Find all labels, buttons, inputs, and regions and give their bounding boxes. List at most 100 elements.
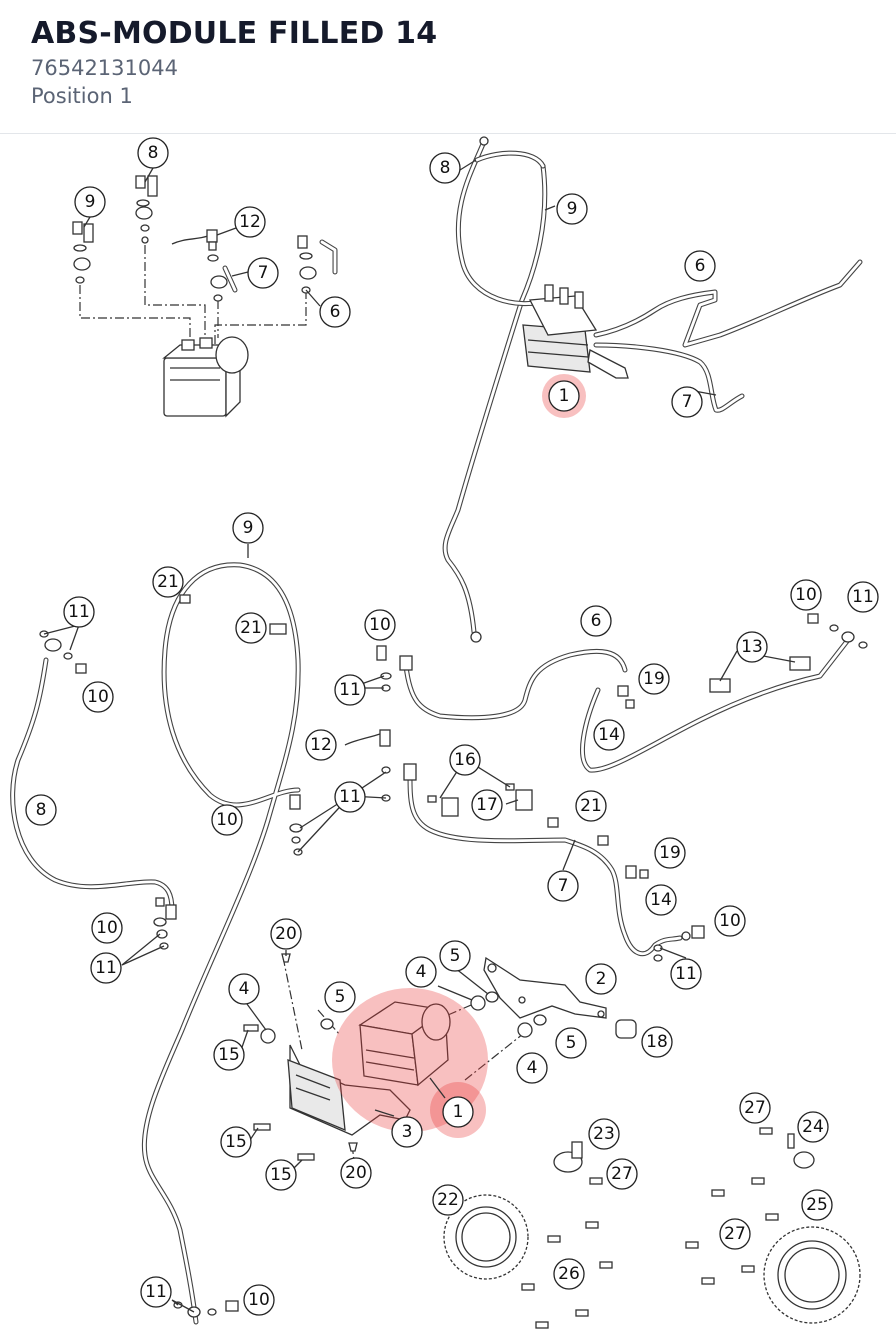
svg-text:24: 24 <box>802 1117 824 1137</box>
svg-text:15: 15 <box>225 1132 247 1152</box>
callout[interactable]: 2 <box>585 963 617 995</box>
svg-text:11: 11 <box>675 964 697 984</box>
callout[interactable]: 11 <box>90 952 122 984</box>
svg-text:11: 11 <box>68 602 90 622</box>
svg-text:21: 21 <box>240 618 262 638</box>
callout[interactable]: 17 <box>471 789 503 821</box>
svg-text:27: 27 <box>744 1098 766 1118</box>
callout[interactable]: 20 <box>340 1157 372 1189</box>
svg-text:10: 10 <box>96 918 118 938</box>
callout[interactable]: 20 <box>270 918 302 950</box>
svg-text:7: 7 <box>558 876 569 896</box>
svg-text:5: 5 <box>335 987 346 1007</box>
callout[interactable]: 13 <box>736 631 768 663</box>
callout[interactable]: 6 <box>684 250 716 282</box>
callout[interactable]: 6 <box>319 296 351 328</box>
callout[interactable]: 27 <box>739 1092 771 1124</box>
callout[interactable]: 8 <box>137 137 169 169</box>
callout[interactable]: 23 <box>588 1118 620 1150</box>
callout[interactable]: 4 <box>405 956 437 988</box>
callout[interactable]: 24 <box>797 1111 829 1143</box>
callout[interactable]: 11 <box>63 596 95 628</box>
callout[interactable]: 25 <box>801 1189 833 1221</box>
callout[interactable]: 21 <box>575 790 607 822</box>
callout[interactable]: 5 <box>439 940 471 972</box>
callout[interactable]: 3 <box>391 1116 423 1148</box>
svg-text:10: 10 <box>369 615 391 635</box>
svg-text:17: 17 <box>476 795 498 815</box>
callout[interactable]: 8 <box>25 794 57 826</box>
callout[interactable]: 11 <box>140 1276 172 1308</box>
svg-text:11: 11 <box>852 587 874 607</box>
svg-text:10: 10 <box>248 1290 270 1310</box>
svg-text:13: 13 <box>741 637 763 657</box>
callout[interactable]: 21 <box>152 566 184 598</box>
callout[interactable]: 1 <box>548 380 580 412</box>
callout[interactable]: 10 <box>790 579 822 611</box>
svg-text:7: 7 <box>258 263 269 283</box>
callout[interactable]: 7 <box>547 870 579 902</box>
callout[interactable]: 15 <box>220 1126 252 1158</box>
callout[interactable]: 27 <box>719 1218 751 1250</box>
callout[interactable]: 19 <box>638 663 670 695</box>
svg-text:8: 8 <box>440 158 451 178</box>
callout[interactable]: 10 <box>364 609 396 641</box>
callout[interactable]: 4 <box>228 973 260 1005</box>
svg-text:26: 26 <box>558 1264 580 1284</box>
callout[interactable]: 11 <box>334 781 366 813</box>
callout[interactable]: 10 <box>243 1284 275 1316</box>
callout[interactable]: 11 <box>670 958 702 990</box>
callout[interactable]: 12 <box>234 206 266 238</box>
callout[interactable]: 27 <box>606 1158 638 1190</box>
callout[interactable]: 5 <box>324 981 356 1013</box>
callout[interactable]: 12 <box>305 729 337 761</box>
callout[interactable]: 15 <box>265 1159 297 1191</box>
callout[interactable]: 9 <box>232 512 264 544</box>
callout[interactable]: 1 <box>442 1096 474 1128</box>
callout[interactable]: 26 <box>553 1258 585 1290</box>
callout[interactable]: 8 <box>429 152 461 184</box>
callout[interactable]: 9 <box>74 186 106 218</box>
callout[interactable]: 5 <box>555 1027 587 1059</box>
svg-text:14: 14 <box>650 890 672 910</box>
part-number: 76542131044 <box>31 56 178 80</box>
callout[interactable]: 7 <box>247 257 279 289</box>
svg-text:10: 10 <box>87 687 109 707</box>
callout[interactable]: 14 <box>593 719 625 751</box>
svg-text:8: 8 <box>36 800 47 820</box>
callout[interactable]: 11 <box>334 674 366 706</box>
main-exploded-view <box>10 562 868 1329</box>
callout[interactable]: 7 <box>671 386 703 418</box>
svg-text:4: 4 <box>527 1058 538 1078</box>
callout[interactable]: 16 <box>449 744 481 776</box>
svg-text:3: 3 <box>402 1122 413 1142</box>
callout[interactable]: 6 <box>580 605 612 637</box>
callout[interactable]: 10 <box>82 681 114 713</box>
callout[interactable]: 21 <box>235 612 267 644</box>
callout[interactable]: 11 <box>847 581 879 613</box>
svg-text:10: 10 <box>216 810 238 830</box>
callout[interactable]: 10 <box>714 905 746 937</box>
callout[interactable]: 4 <box>516 1052 548 1084</box>
svg-text:27: 27 <box>724 1224 746 1244</box>
svg-text:9: 9 <box>85 192 96 212</box>
callout[interactable]: 15 <box>213 1039 245 1071</box>
svg-text:15: 15 <box>218 1045 240 1065</box>
svg-text:9: 9 <box>567 199 578 219</box>
callout[interactable]: 14 <box>645 884 677 916</box>
svg-text:11: 11 <box>145 1282 167 1302</box>
svg-text:19: 19 <box>659 843 681 863</box>
callout[interactable]: 10 <box>91 912 123 944</box>
callout[interactable]: 22 <box>432 1184 464 1216</box>
callout[interactable]: 19 <box>654 837 686 869</box>
installed-abs-view <box>442 136 863 643</box>
svg-text:5: 5 <box>450 946 461 966</box>
svg-text:10: 10 <box>719 911 741 931</box>
svg-text:11: 11 <box>339 787 361 807</box>
overview-abs-assembly <box>72 175 338 418</box>
callout[interactable]: 18 <box>641 1026 673 1058</box>
callout[interactable]: 10 <box>211 804 243 836</box>
callout[interactable]: 9 <box>556 193 588 225</box>
svg-text:6: 6 <box>591 611 602 631</box>
